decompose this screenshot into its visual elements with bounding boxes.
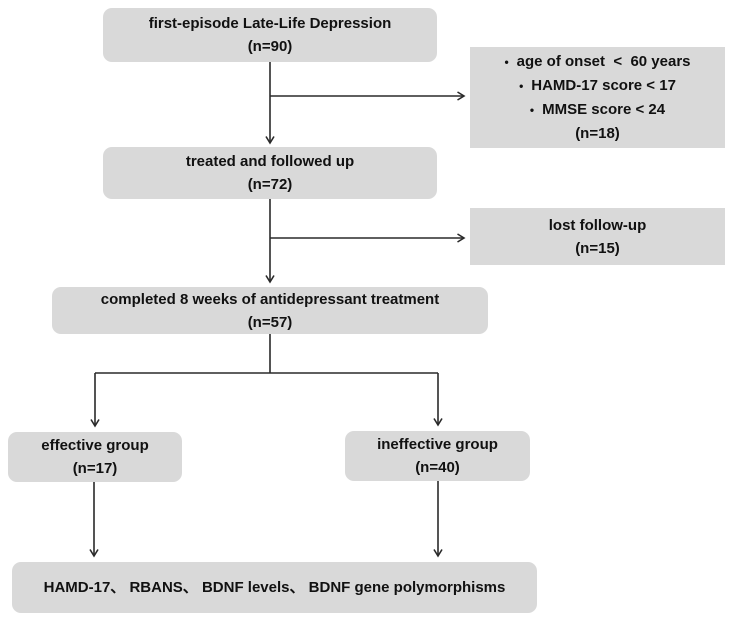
- node-followed-up: treated and followed up (n=72): [103, 147, 437, 199]
- exclusion-count: (n=18): [575, 124, 620, 142]
- node-ineffective-count: (n=40): [415, 459, 460, 476]
- node-followed-count: (n=72): [247, 176, 293, 193]
- node-lost-followup: lost follow-up (n=15): [470, 208, 725, 265]
- node-lost-count: (n=15): [575, 239, 620, 257]
- node-initial-title: first-episode Late-Life Depression: [148, 15, 392, 32]
- node-ineffective-group: ineffective group (n=40): [345, 431, 530, 481]
- node-followed-title: treated and followed up: [185, 153, 355, 170]
- node-initial-count: (n=90): [247, 38, 293, 55]
- node-effective-title: effective group: [41, 437, 149, 454]
- bullet-icon: •: [519, 78, 524, 93]
- node-effective-group: effective group (n=17): [8, 432, 182, 482]
- node-ineffective-title: ineffective group: [377, 436, 498, 453]
- bullet-icon: •: [504, 54, 509, 69]
- bullet-icon: •: [529, 102, 535, 117]
- node-completed-treatment: completed 8 weeks of antidepressant trea…: [52, 287, 488, 334]
- exclusion-item: • MMSE score < 24: [530, 98, 665, 122]
- node-completed-count: (n=57): [247, 313, 293, 331]
- node-exclusion-criteria: • age of onset < 60 years • HAMD-17 scor…: [470, 47, 725, 148]
- exclusion-item-text: MMSE score < 24: [542, 100, 666, 118]
- node-effective-count: (n=17): [72, 460, 118, 477]
- exclusion-item: • age of onset < 60 years: [504, 50, 690, 74]
- node-initial: first-episode Late-Life Depression (n=90…: [103, 8, 437, 62]
- node-outcomes-title: HAMD-17、 RBANS、 BDNF levels、 BDNF gene p…: [43, 579, 506, 596]
- node-completed-title: completed 8 weeks of antidepressant trea…: [100, 290, 440, 308]
- split-connector: [95, 333, 438, 374]
- exclusion-item-text: age of onset < 60 years: [516, 52, 691, 70]
- exclusion-item: • HAMD-17 score < 17: [519, 74, 676, 98]
- node-outcome-measures: HAMD-17、 RBANS、 BDNF levels、 BDNF gene p…: [12, 562, 537, 613]
- exclusion-item-text: HAMD-17 score < 17: [531, 76, 676, 94]
- node-lost-title: lost follow-up: [548, 216, 647, 234]
